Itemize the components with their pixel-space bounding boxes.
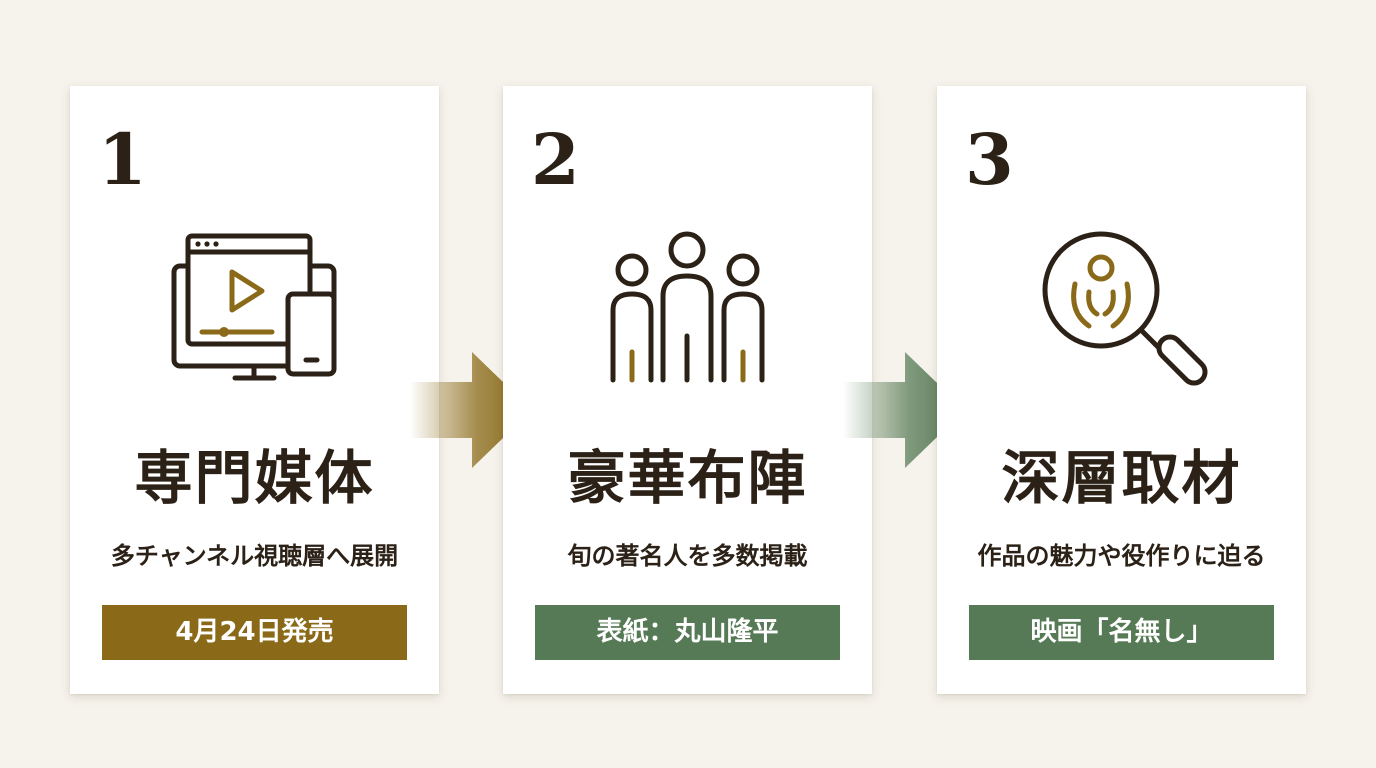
magnifier-person-icon — [1029, 228, 1214, 403]
step-card-1: 1 — [70, 86, 439, 694]
step-description: 旬の著名人を多数掲載 — [567, 542, 808, 570]
step-title: 深層取材 — [1001, 444, 1242, 512]
step-badge: 4月24日発売 — [102, 605, 407, 660]
step-number: 1 — [98, 118, 147, 201]
arrow-right-icon — [843, 352, 968, 468]
step-description: 作品の魅力や役作りに迫る — [977, 542, 1266, 570]
step-title: 豪華布陣 — [567, 444, 808, 512]
step-badge: 表紙：丸山隆平 — [535, 605, 840, 660]
step-description: 多チャンネル視聴層へ展開 — [110, 542, 399, 570]
step-card-2: 2 豪華布陣 旬の著名人を多数掲載 表紙：丸山隆平 — [503, 86, 872, 694]
step-card-3: 3 深層取材 作品の魅力や役作りに迫る 映画「名無し」 — [937, 86, 1306, 694]
arrow-right-icon — [410, 352, 535, 468]
step-badge: 映画「名無し」 — [969, 605, 1274, 660]
step-number: 3 — [965, 118, 1014, 201]
step-title: 専門媒体 — [134, 444, 375, 512]
step-number: 2 — [531, 118, 580, 201]
people-group-icon — [595, 228, 780, 403]
video-devices-icon — [162, 228, 347, 403]
